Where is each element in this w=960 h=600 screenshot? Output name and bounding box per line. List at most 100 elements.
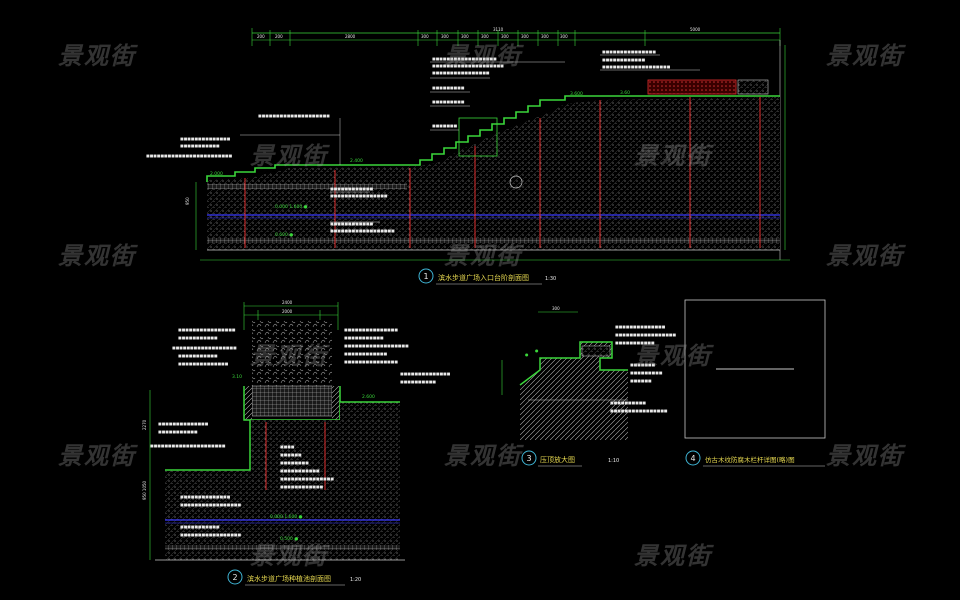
svg-text:■■■■■■■■■■■■■■■■■: ■■■■■■■■■■■■■■■■■ — [615, 332, 676, 337]
svg-text:0.600 ●: 0.600 ● — [275, 232, 293, 238]
svg-text:■■■■■■■■■■■■■■■■■■■■■: ■■■■■■■■■■■■■■■■■■■■■ — [150, 443, 226, 448]
svg-text:■■■■■■■■■■■■■■: ■■■■■■■■■■■■■■ — [158, 421, 209, 426]
svg-text:■■■■■■■■■■■■■■■■■■: ■■■■■■■■■■■■■■■■■■ — [344, 343, 409, 348]
svg-text:■■■■■■■■■■■■■■■: ■■■■■■■■■■■■■■■ — [344, 327, 398, 332]
svg-text:■■■■■■■■■■■■■■■: ■■■■■■■■■■■■■■■ — [602, 49, 656, 54]
svg-text:■■■■■■■■■■■■: ■■■■■■■■■■■■ — [330, 221, 373, 226]
svg-text:■■■■: ■■■■ — [280, 444, 295, 449]
svg-text:300: 300 — [541, 34, 549, 39]
detail-1-number: 1 — [423, 272, 428, 281]
svg-text:■■■■■■■■■■■■■■■■■■■■: ■■■■■■■■■■■■■■■■■■■■ — [258, 113, 330, 118]
detail-3-number: 3 — [526, 454, 531, 463]
svg-text:■■■■■■■■■■■: ■■■■■■■■■■■ — [178, 335, 218, 340]
svg-text:■■■■■■■: ■■■■■■■ — [432, 123, 458, 128]
detail-3-scale: 1:10 — [608, 458, 619, 464]
detail-2-title-text: 滨水步道广场种植池剖面图 — [247, 574, 331, 583]
svg-text:■■■■■■■■■■■■■■■■■■■■: ■■■■■■■■■■■■■■■■■■■■ — [432, 63, 504, 68]
svg-text:■■■■■■■■■■■: ■■■■■■■■■■■ — [178, 353, 218, 358]
svg-text:■■■■■■■■■■■: ■■■■■■■■■■■ — [180, 143, 220, 148]
svg-text:300: 300 — [501, 34, 509, 39]
svg-text:■■■■■■■■■■■■■■: ■■■■■■■■■■■■■■ — [180, 494, 231, 499]
svg-text:3.600: 3.600 — [570, 91, 583, 97]
svg-text:■■■■■■■■■■■■■■■■■■■■■■■■: ■■■■■■■■■■■■■■■■■■■■■■■■ — [146, 153, 233, 158]
svg-text:■■■■■■■■■■■■■■■■■: ■■■■■■■■■■■■■■■■■ — [180, 532, 241, 537]
svg-text:●: ● — [535, 348, 539, 353]
svg-text:■■■■■■■■■■■■: ■■■■■■■■■■■■ — [602, 57, 645, 62]
svg-text:■■■■■■■■■■■: ■■■■■■■■■■■ — [180, 524, 220, 529]
detail-3-coping-detail: 300 ■■■■■■■■■■■■■■■■■■■■■■■■■■■■■■■ ■■■■… — [501, 306, 676, 467]
svg-text:■■■■■■■■■■■■■■: ■■■■■■■■■■■■■■ — [178, 361, 229, 366]
detail-4-railing-placeholder: 4 仿古木纹防腐木栏杆详图(略)图 — [684, 299, 826, 467]
svg-text:■■■■■■■■■■■■■■■■■■■: ■■■■■■■■■■■■■■■■■■■ — [602, 64, 671, 69]
svg-text:■■■■■■■■■■■■■■: ■■■■■■■■■■■■■■ — [180, 136, 231, 141]
svg-text:■■■■■■■■■: ■■■■■■■■■ — [630, 370, 663, 375]
svg-text:2800: 2800 — [345, 34, 356, 39]
detail-1-title: 1 滨水步道广场入口台阶剖面图 1:30 — [418, 268, 556, 285]
svg-text:■■■■■■■■■■■■■■■■■■: ■■■■■■■■■■■■■■■■■■ — [172, 345, 237, 350]
svg-text:■■■■■■■■■■■■■■■■: ■■■■■■■■■■■■■■■■ — [610, 408, 668, 413]
svg-text:0.500 ●: 0.500 ● — [280, 536, 298, 542]
svg-text:300: 300 — [560, 34, 568, 39]
svg-text:3.10: 3.10 — [232, 374, 242, 380]
detail-2-title: 2 滨水步道广场种植池剖面图 1:20 — [227, 569, 361, 586]
svg-text:■■■■■■■■■■■: ■■■■■■■■■■■ — [280, 468, 320, 473]
detail-1-title-text: 滨水步道广场入口台阶剖面图 — [438, 273, 529, 282]
svg-text:300: 300 — [552, 306, 560, 311]
svg-text:300: 300 — [441, 34, 449, 39]
svg-text:■■■■■■■■■■■■■■■: ■■■■■■■■■■■■■■■ — [344, 359, 398, 364]
svg-text:300: 300 — [481, 34, 489, 39]
svg-text:2.600: 2.600 — [362, 394, 375, 400]
svg-text:■■■■■■■■■■■: ■■■■■■■■■■■ — [158, 429, 198, 434]
svg-text:3110: 3110 — [493, 27, 504, 32]
svg-text:300: 300 — [421, 34, 429, 39]
svg-text:■■■■■■■■■■■■: ■■■■■■■■■■■■ — [280, 484, 323, 489]
svg-text:●: ● — [525, 352, 529, 357]
svg-text:3.60: 3.60 — [620, 90, 630, 96]
svg-text:■■■■■■■■■■■■: ■■■■■■■■■■■■ — [344, 351, 387, 356]
detail-4-title: 4 仿古木纹防腐木栏杆详图(略)图 — [685, 450, 825, 467]
svg-text:300: 300 — [461, 34, 469, 39]
svg-text:■■■■■■■■■■■■■■■■■: ■■■■■■■■■■■■■■■■■ — [180, 502, 241, 507]
svg-text:300: 300 — [521, 34, 529, 39]
svg-text:■■■■■■■■■■■■■■■■■■: ■■■■■■■■■■■■■■■■■■ — [432, 56, 497, 61]
svg-text:■■■■■■■■■■■■■■■■: ■■■■■■■■■■■■■■■■ — [432, 70, 490, 75]
svg-text:■■■■■■■■■■■■■■■■: ■■■■■■■■■■■■■■■■ — [178, 327, 236, 332]
svg-text:■■■■■■■■■■■: ■■■■■■■■■■■ — [615, 340, 655, 345]
svg-text:■■■■■■■■: ■■■■■■■■ — [280, 460, 309, 465]
svg-text:5000: 5000 — [690, 27, 701, 32]
detail-2-scale: 1:20 — [350, 577, 361, 583]
svg-text:950 1050: 950 1050 — [142, 480, 147, 500]
svg-text:0.000 1.600 ●: 0.000 1.600 ● — [270, 514, 303, 520]
svg-text:■■■■■■■: ■■■■■■■ — [630, 362, 656, 367]
detail-2-number: 2 — [232, 573, 237, 582]
svg-text:200: 200 — [275, 34, 283, 39]
detail-3-title-text: 压顶放大图 — [540, 455, 575, 464]
svg-text:■■■■■■■■■■■■: ■■■■■■■■■■■■ — [330, 186, 373, 191]
svg-text:■■■■■■■■■■■■■■■■■■: ■■■■■■■■■■■■■■■■■■ — [330, 228, 395, 233]
svg-text:2400: 2400 — [282, 300, 293, 305]
detail-4-title-text: 仿古木纹防腐木栏杆详图(略)图 — [705, 455, 795, 464]
svg-text:■■■■■■■■■■: ■■■■■■■■■■ — [610, 400, 646, 405]
svg-text:2.000: 2.000 — [210, 171, 223, 177]
svg-text:2.400: 2.400 — [350, 158, 363, 164]
svg-text:0.000 1.600 ●: 0.000 1.600 ● — [275, 204, 308, 210]
svg-text:■■■■■■■■■■■■■■: ■■■■■■■■■■■■■■ — [615, 324, 666, 329]
svg-text:950: 950 — [185, 197, 190, 205]
detail-4-number: 4 — [690, 454, 695, 463]
svg-text:■■■■■■■■■■■■■■■■: ■■■■■■■■■■■■■■■■ — [330, 193, 388, 198]
svg-text:■■■■■■■■■■■: ■■■■■■■■■■■ — [344, 335, 384, 340]
svg-text:2270: 2270 — [142, 419, 147, 430]
detail-1-scale: 1:30 — [545, 276, 556, 282]
svg-text:■■■■■■■■■■■■■■■: ■■■■■■■■■■■■■■■ — [280, 476, 334, 481]
svg-text:■■■■■■: ■■■■■■ — [630, 378, 652, 383]
svg-text:■■■■■■■■■: ■■■■■■■■■ — [432, 99, 465, 104]
svg-text:■■■■■■■■■■■■■■: ■■■■■■■■■■■■■■ — [400, 371, 451, 376]
detail-3-title: 3 压顶放大图 1:10 — [521, 450, 619, 467]
svg-text:2000: 2000 — [282, 309, 293, 314]
svg-text:■■■■■■■■■: ■■■■■■■■■ — [432, 85, 465, 90]
svg-text:■■■■■■■■■■: ■■■■■■■■■■ — [400, 379, 436, 384]
svg-text:■■■■■■: ■■■■■■ — [280, 452, 302, 457]
